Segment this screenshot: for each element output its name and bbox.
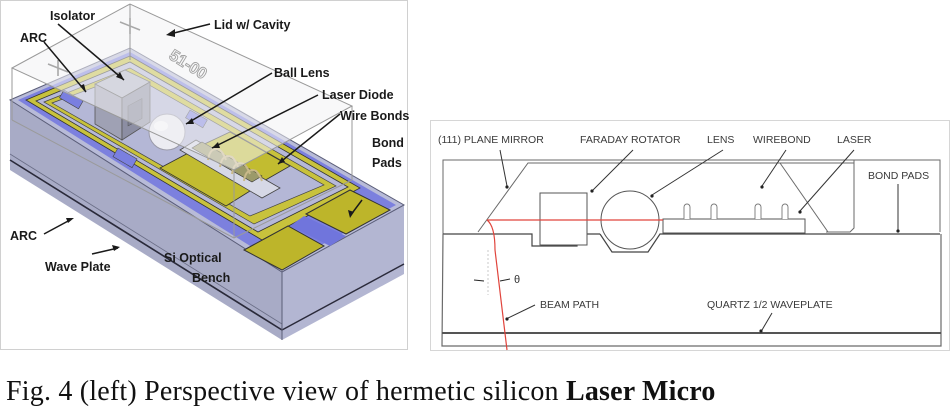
- label-ball-lens: Ball Lens: [274, 66, 330, 80]
- caption-bold-text: Laser Micro: [565, 376, 716, 407]
- bench-end-face: [282, 205, 404, 340]
- wave-plate-line: [9, 159, 283, 331]
- label-bond-pads: BOND PADS: [868, 170, 929, 182]
- label-plane-mirror: (111) PLANE MIRROR: [438, 134, 544, 146]
- wirebond-posts: [683, 203, 789, 219]
- label-arc-bottom: ARC: [10, 229, 37, 243]
- bench-long-face: [10, 100, 282, 340]
- label-bond-pads-2: Pads: [372, 156, 402, 170]
- cross-section-view: θ (111) PLANE MIRROR FARADAY ROTATOR LEN…: [430, 120, 950, 351]
- label-arc-top: ARC: [20, 31, 47, 45]
- lid-outline: [442, 159, 941, 234]
- right-frame: [430, 120, 950, 351]
- bond-pad-left: [242, 225, 326, 271]
- arrowhead: [116, 72, 124, 80]
- label-wirebond: WIREBOND: [753, 134, 811, 146]
- silicon-bench: [441, 233, 942, 347]
- label-faraday-rotator: FARADAY ROTATOR: [580, 134, 681, 146]
- caption-text: Fig. 4 (left) Perspective view of hermet…: [6, 376, 566, 407]
- lid-alignment-marks: [47, 18, 141, 76]
- label-isolator: Isolator: [50, 9, 95, 23]
- theta-symbol: θ: [514, 274, 520, 286]
- beam-vertical: [486, 219, 508, 351]
- label-quartz-waveplate: QUARTZ 1/2 WAVEPLATE: [707, 299, 833, 311]
- lid: [10, 3, 354, 239]
- arc-line: [9, 153, 283, 325]
- label-si-bench-1: Si Optical: [164, 251, 222, 265]
- perspective-view: 51-00 Isolator ARC Lid w/ Cavity: [0, 0, 409, 350]
- label-lid: Lid w/ Cavity: [214, 18, 290, 32]
- left-frame: [0, 0, 408, 350]
- label-wave-plate: Wave Plate: [45, 260, 111, 274]
- label-laser: LASER: [837, 134, 872, 146]
- label-beam-path: BEAM PATH: [540, 299, 599, 311]
- bond-pad-right: [304, 189, 392, 235]
- label-laser-diode: Laser Diode: [322, 88, 394, 102]
- label-si-bench-2: Bench: [192, 271, 230, 285]
- label-wire-bonds: Wire Bonds: [340, 109, 409, 123]
- laser-chip: [662, 218, 806, 234]
- beam-path: [486, 219, 663, 351]
- label-lens: LENS: [707, 134, 734, 146]
- figure-caption: Fig. 4 (left) Perspective view of hermet…: [6, 376, 716, 408]
- mirror-face: [477, 162, 854, 233]
- label-bond-pads-1: Bond: [372, 136, 404, 150]
- faraday-rotator: [539, 192, 588, 246]
